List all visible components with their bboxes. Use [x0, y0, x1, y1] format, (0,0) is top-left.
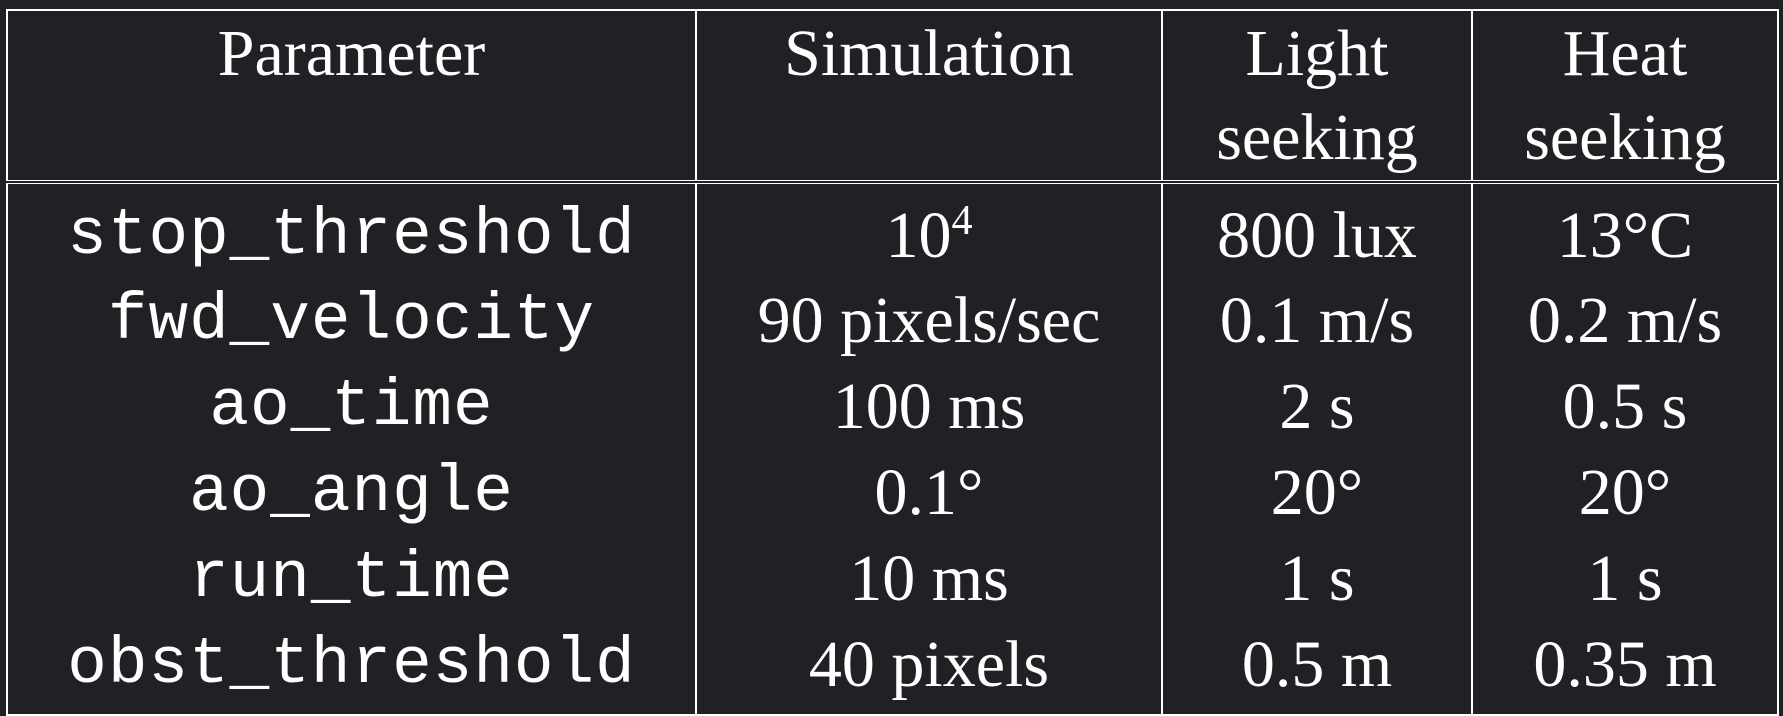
cell-light: 0.5 m [1161, 622, 1473, 715]
cell-parameter: fwd_velocity [6, 278, 697, 364]
cell-heat: 0.5 s [1471, 364, 1779, 450]
table-header-row: Parameter Simulation Light seeking Heat … [6, 10, 1779, 184]
cell-heat: 1 s [1471, 536, 1779, 622]
cell-simulation: 0.1° [695, 450, 1163, 536]
table-row: ao_time 100 ms 2 s 0.5 s [6, 364, 1779, 450]
header-simulation: Simulation [695, 10, 1163, 184]
cell-simulation: 10 ms [695, 536, 1163, 622]
cell-light: 800 lux [1161, 182, 1473, 278]
table-row: stop_threshold 104 800 lux 13°C [6, 182, 1779, 278]
cell-heat: 0.2 m/s [1471, 278, 1779, 364]
header-heat-seeking: Heat seeking [1471, 10, 1779, 184]
header-light-seeking: Light seeking [1161, 10, 1473, 184]
cell-light: 20° [1161, 450, 1473, 536]
cell-heat: 13°C [1471, 182, 1779, 278]
cell-light: 0.1 m/s [1161, 278, 1473, 364]
header-light-line-2: seeking [1216, 101, 1418, 174]
simulation-exponent: 4 [951, 197, 973, 244]
cell-simulation: 104 [695, 182, 1163, 278]
cell-heat: 20° [1471, 450, 1779, 536]
cell-parameter: run_time [6, 536, 697, 622]
cell-parameter: stop_threshold [6, 182, 697, 278]
cell-parameter: ao_angle [6, 450, 697, 536]
cell-light: 2 s [1161, 364, 1473, 450]
cell-simulation: 40 pixels [695, 622, 1163, 715]
header-heat-line-2: seeking [1524, 101, 1726, 174]
cell-simulation: 100 ms [695, 364, 1163, 450]
cell-parameter: ao_time [6, 364, 697, 450]
table-row: fwd_velocity 90 pixels/sec 0.1 m/s 0.2 m… [6, 278, 1779, 364]
simulation-base: 10 [885, 199, 952, 272]
cell-simulation: 90 pixels/sec [695, 278, 1163, 364]
cell-parameter: obst_threshold [6, 622, 697, 715]
cell-heat: 0.35 m [1471, 622, 1779, 715]
header-parameter: Parameter [6, 10, 697, 184]
table-row: run_time 10 ms 1 s 1 s [6, 536, 1779, 622]
parameter-table: Parameter Simulation Light seeking Heat … [6, 9, 1779, 716]
cell-light: 1 s [1161, 536, 1473, 622]
table-row: ao_angle 0.1° 20° 20° [6, 450, 1779, 536]
table-row: obst_threshold 40 pixels 0.5 m 0.35 m [6, 622, 1779, 715]
header-simulation-line: Simulation [784, 17, 1074, 90]
header-heat-line-1: Heat [1562, 17, 1688, 90]
header-light-line-1: Light [1245, 17, 1389, 90]
header-parameter-line: Parameter [217, 17, 486, 90]
